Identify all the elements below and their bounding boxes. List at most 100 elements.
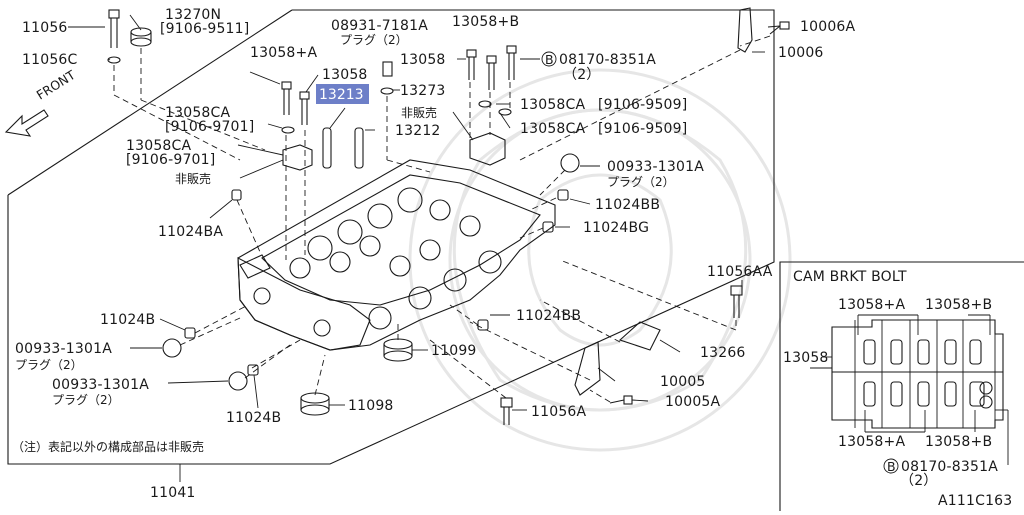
label-13213[interactable]: 13213: [319, 87, 364, 103]
figure-code: A111C163: [938, 493, 1012, 509]
label-13270n[interactable]: 13270N: [165, 7, 221, 23]
washer-13058ca-left[interactable]: [281, 126, 295, 134]
inset-label-13058a-bottom[interactable]: 13058+A: [838, 434, 905, 450]
assembly-dashed-lines: [113, 35, 771, 403]
bolt-13058-plus-b-top[interactable]: [486, 55, 497, 90]
plug-13270N[interactable]: [130, 27, 152, 47]
pin-11024bb-top[interactable]: [557, 189, 569, 201]
plug-00933-l1[interactable]: [162, 338, 182, 358]
inset-cam-bracket-bolt: CAM BRKT BOLT 13058+A 13058+B 13058: [783, 269, 1012, 509]
label-13058b-top[interactable]: 13058+B: [452, 14, 519, 30]
label-13266[interactable]: 13266: [700, 345, 746, 361]
label-11024ba[interactable]: 11024BA: [158, 224, 223, 240]
label-11056aa[interactable]: 11056AA: [707, 264, 773, 280]
label-00933-l1[interactable]: 00933-1301A: [15, 341, 112, 357]
svg-text:B: B: [887, 459, 896, 474]
bolt-13058-mid[interactable]: [466, 49, 477, 80]
bolt-08170[interactable]: [506, 45, 517, 80]
inset-label-13058b-top[interactable]: 13058+B: [925, 297, 992, 313]
inset-bolt-heads-bottom[interactable]: [863, 381, 993, 409]
inset-label-13058[interactable]: 13058: [783, 350, 829, 366]
label-11024bb-top[interactable]: 11024BB: [595, 197, 660, 213]
label-10005[interactable]: 10005: [660, 374, 706, 390]
seal-11099[interactable]: [383, 338, 413, 362]
highlight-13213[interactable]: [316, 84, 369, 104]
label-13058ca-left[interactable]: 13058CA: [165, 105, 231, 121]
inset-frame: [779, 261, 1024, 511]
label-10006[interactable]: 10006: [778, 45, 824, 61]
label-11024b-left[interactable]: 11024B: [100, 312, 155, 328]
washer-13058ca-r1[interactable]: [478, 100, 492, 108]
bracket-10006[interactable]: [737, 7, 753, 53]
bolt-13058-plus-a-top[interactable]: [281, 81, 292, 115]
label-13212[interactable]: 13212: [395, 123, 441, 139]
pin-11024b-bottom[interactable]: [247, 364, 259, 376]
dowel-13213[interactable]: [322, 127, 332, 169]
label-00933-l2[interactable]: 00933-1301A: [52, 377, 149, 393]
washer-13273[interactable]: [380, 87, 394, 95]
label-00933-l2-plug: プラグ（2）: [52, 393, 120, 407]
label-13058ca-r1-range: [9106-9509]: [598, 97, 687, 113]
label-13058ca-r2[interactable]: 13058CA: [520, 121, 586, 137]
bolt-10006a[interactable]: [769, 21, 790, 35]
bolt-11056aa[interactable]: [730, 285, 743, 318]
label-13058-mid[interactable]: 13058: [400, 52, 446, 68]
label-08170-top[interactable]: 08170-8351A: [559, 52, 656, 68]
pin-11024ba[interactable]: [231, 189, 242, 201]
label-11041[interactable]: 11041: [150, 485, 196, 501]
label-13058ca-left-range: [9106-9701]: [165, 119, 254, 135]
front-label: FRONT: [34, 67, 78, 103]
cylinder-head[interactable]: [237, 159, 556, 351]
plug-00933-l2[interactable]: [228, 371, 248, 391]
note-text: （注）表記以外の構成部品は非販売: [12, 439, 204, 454]
label-11056a[interactable]: 11056A: [531, 404, 587, 420]
pin-11024b-left[interactable]: [184, 327, 196, 339]
part-labels: 11056 13270N [9106-9511] 11056C 13058+A …: [12, 7, 856, 501]
label-10006a[interactable]: 10006A: [800, 19, 856, 35]
label-08170-top-qty: （2）: [563, 67, 601, 83]
label-11056[interactable]: 11056: [22, 20, 68, 36]
label-13273[interactable]: 13273: [400, 83, 446, 99]
label-13058a-top[interactable]: 13058+A: [250, 45, 317, 61]
inset-label-13058a-top[interactable]: 13058+A: [838, 297, 905, 313]
washer-11056C[interactable]: [107, 56, 121, 64]
inset-label-13058b-bottom[interactable]: 13058+B: [925, 434, 992, 450]
bolt-13058-top[interactable]: [299, 91, 310, 125]
label-08931[interactable]: 08931-7181A: [331, 18, 428, 34]
bracket-hihanbai-left[interactable]: [282, 144, 313, 171]
label-13058-top[interactable]: 13058: [322, 67, 368, 83]
bolt-11056a[interactable]: [500, 397, 513, 425]
cover-13266[interactable]: [618, 321, 661, 351]
label-11056c[interactable]: 11056C: [22, 52, 78, 68]
plug-08931[interactable]: [382, 61, 393, 77]
label-13058ca-r1[interactable]: 13058CA: [520, 97, 586, 113]
pin-11024bb-mid[interactable]: [477, 319, 489, 331]
seal-11098[interactable]: [300, 392, 330, 416]
bolt-11056[interactable]: [108, 9, 120, 48]
label-00933-top-plug: プラグ（2）: [607, 175, 675, 189]
inset-bolt-heads-top[interactable]: [863, 339, 982, 365]
label-10005a[interactable]: 10005A: [665, 394, 721, 410]
pin-11024bg[interactable]: [542, 221, 554, 233]
bracket-10005[interactable]: [574, 341, 601, 396]
label-hihanbai-left: 非販売: [175, 171, 211, 186]
label-13058ca-left2[interactable]: 13058CA: [126, 138, 192, 154]
inset-label-08170[interactable]: 08170-8351A: [901, 459, 998, 475]
label-13270n-range: [9106-9511]: [160, 21, 249, 37]
leader-lines: [68, 14, 781, 482]
bolt-10005a[interactable]: [609, 395, 633, 405]
label-11098[interactable]: 11098: [348, 398, 394, 414]
dowel-13212[interactable]: [354, 127, 364, 169]
washer-13058ca-r2[interactable]: [498, 108, 512, 116]
label-11099[interactable]: 11099: [431, 343, 477, 359]
label-00933-top[interactable]: 00933-1301A: [607, 159, 704, 175]
plug-00933-top[interactable]: [560, 153, 580, 173]
watermark-emblem: [408, 68, 792, 452]
label-00933-l1-plug: プラグ（2）: [15, 358, 83, 372]
main-frame: [7, 9, 775, 465]
inset-bracket-grid: [810, 314, 1004, 429]
label-11024b-bottom[interactable]: 11024B: [226, 410, 281, 426]
label-11024bb-mid[interactable]: 11024BB: [516, 308, 581, 324]
label-hihanbai-top: 非販売: [401, 105, 437, 120]
label-11024bg[interactable]: 11024BG: [583, 220, 649, 236]
